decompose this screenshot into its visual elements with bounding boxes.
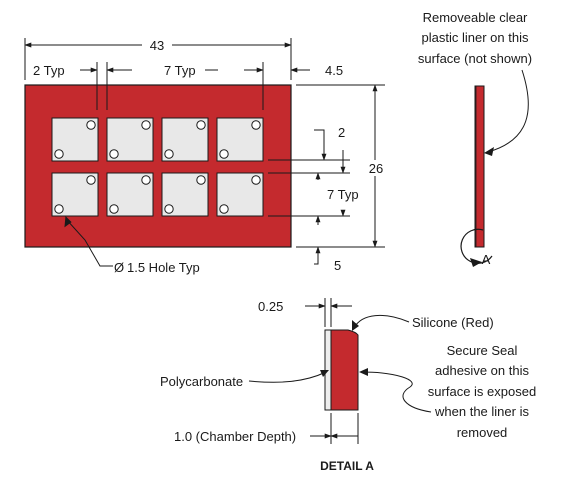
dimension-chamber-depth: 1.0 (Chamber Depth) [174, 429, 296, 444]
side-view: Removeable clear plastic liner on this s… [418, 10, 532, 267]
mounting-hole [251, 175, 261, 185]
dimension-well-height: 7 Typ [327, 187, 359, 202]
mounting-hole [109, 204, 119, 214]
mounting-hole [196, 120, 206, 130]
detail-a-title: DETAIL A [320, 459, 374, 473]
liner-note-line-3: surface (not shown) [418, 51, 532, 66]
dimension-polycarbonate-thickness: 0.25 [258, 299, 283, 314]
hole-diameter-symbol: Ø [114, 260, 124, 275]
mounting-hole [54, 204, 64, 214]
polycarbonate-leader [248, 371, 327, 383]
dimension-well-gap: 2 Typ [33, 63, 65, 78]
front-view: 43 2 Typ 7 Typ 4.5 26 2 7 Typ [24, 36, 388, 275]
dimension-overall-width: 43 [150, 38, 164, 53]
polycarbonate-label: Polycarbonate [160, 374, 243, 389]
adhesive-note-line-4: when the liner is [434, 404, 529, 419]
mounting-hole [251, 120, 261, 130]
dimension-right-margin: 4.5 [325, 63, 343, 78]
hole-callout-leader [65, 218, 113, 267]
dimension-bottom-margin: 5 [334, 258, 341, 273]
liner-note-leader [487, 69, 529, 153]
detail-marker-label: A [482, 252, 491, 267]
detail-silicone-layer [330, 329, 359, 411]
mounting-hole [86, 120, 96, 130]
detail-a-circle [460, 228, 493, 264]
mounting-hole [196, 175, 206, 185]
mounting-hole [141, 120, 151, 130]
mounting-hole [164, 149, 174, 159]
side-view-silicone [474, 85, 485, 248]
liner-note-line-1: Removeable clear [423, 10, 528, 25]
dimension-line-gap-top [314, 129, 327, 161]
detail-a-circle-arrow [470, 258, 482, 267]
mounting-hole [109, 149, 119, 159]
liner-note-line-2: plastic liner on this [422, 30, 529, 45]
adhesive-note-leader [361, 371, 432, 413]
mounting-hole [219, 204, 229, 214]
hole-callout-label: 1.5 Hole Typ [127, 260, 200, 275]
adhesive-note-line-1: Secure Seal [447, 343, 518, 358]
silicone-label: Silicone (Red) [412, 315, 494, 330]
dimension-overall-height: 26 [369, 161, 383, 176]
dimension-line-bottom-margin-bottom [314, 246, 321, 265]
mounting-hole [219, 149, 229, 159]
mounting-hole [54, 149, 64, 159]
chamber-wells [51, 117, 264, 217]
mounting-hole [86, 175, 96, 185]
silicone-leader [353, 314, 410, 329]
dimension-vertical-gap: 2 [338, 125, 345, 140]
mounting-hole [141, 175, 151, 185]
detail-a: 0.25 Silicone (Red) Polycarbonate Secure… [160, 298, 536, 473]
adhesive-note-line-2: adhesive on this [435, 363, 529, 378]
dimension-well-width: 7 Typ [164, 63, 196, 78]
adhesive-note-line-3: surface is exposed [428, 384, 536, 399]
adhesive-note-line-5: removed [457, 425, 508, 440]
mounting-hole [164, 204, 174, 214]
